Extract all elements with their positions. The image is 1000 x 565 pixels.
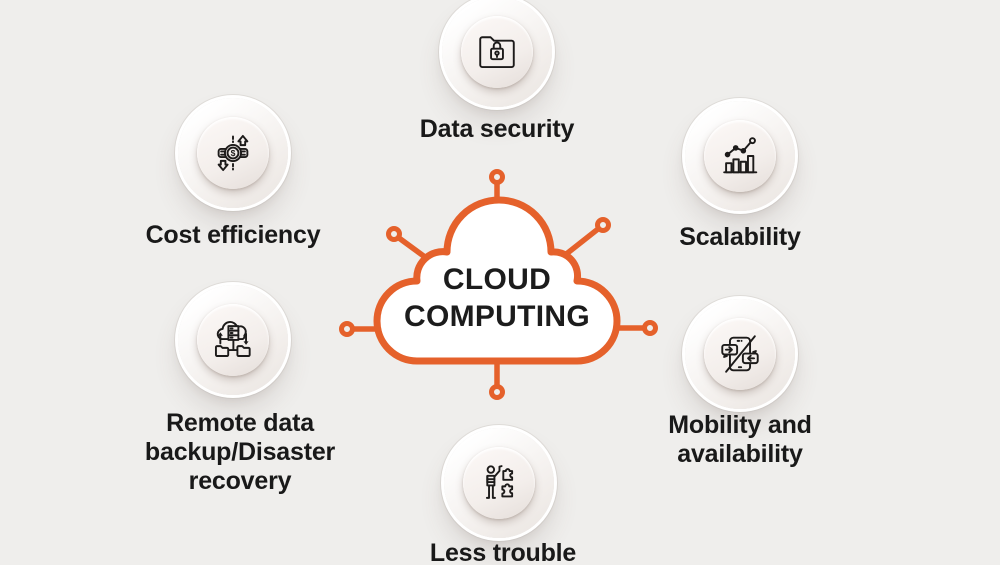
folder-lock-icon — [479, 36, 515, 69]
node-cost-efficiency: $ — [178, 98, 288, 208]
label-scalability: Scalability — [679, 223, 801, 251]
node-mobility — [685, 299, 795, 409]
label-cost-efficiency: Cost efficiency — [145, 221, 321, 249]
cloud-title: CLOUD COMPUTING — [377, 261, 617, 335]
node-inner-button — [463, 447, 535, 519]
person-puzzle-icon — [485, 465, 514, 499]
label-mobility: Mobility and availability — [668, 411, 812, 468]
dollar-glyph: $ — [231, 148, 236, 158]
node-inner-button — [197, 304, 269, 376]
node-remote-backup — [178, 285, 288, 395]
node-inner-button — [461, 16, 533, 88]
cloud-shape — [373, 196, 621, 365]
growth-chart-icon — [723, 137, 758, 174]
connector-upper-right — [563, 226, 600, 258]
ring-upper-right-icon — [595, 217, 611, 233]
cloud-title-line1: CLOUD — [442, 263, 552, 296]
ring-top-icon — [489, 169, 505, 185]
node-inner-button — [704, 120, 776, 192]
ring-bottom-icon — [489, 384, 505, 400]
cloud-title-line2: COMPUTING — [403, 300, 591, 333]
label-less-trouble: Less trouble — [429, 539, 577, 565]
node-inner-button — [704, 318, 776, 390]
node-inner-button: $ — [197, 117, 269, 189]
node-data-security — [442, 0, 552, 107]
cloud-backup-icon — [214, 321, 251, 357]
ring-upper-left-icon — [386, 226, 402, 242]
label-data-security: Data security — [419, 115, 575, 143]
ring-left-icon — [339, 321, 355, 337]
node-scalability — [685, 101, 795, 211]
label-remote-backup: Remote data backup/Disaster recovery — [144, 409, 336, 495]
ring-right-icon — [642, 320, 658, 336]
node-less-trouble — [444, 428, 554, 538]
connector-end-rings — [339, 169, 658, 400]
money-hands-icon: $ — [217, 134, 249, 172]
phone-sync-icon — [721, 335, 759, 373]
